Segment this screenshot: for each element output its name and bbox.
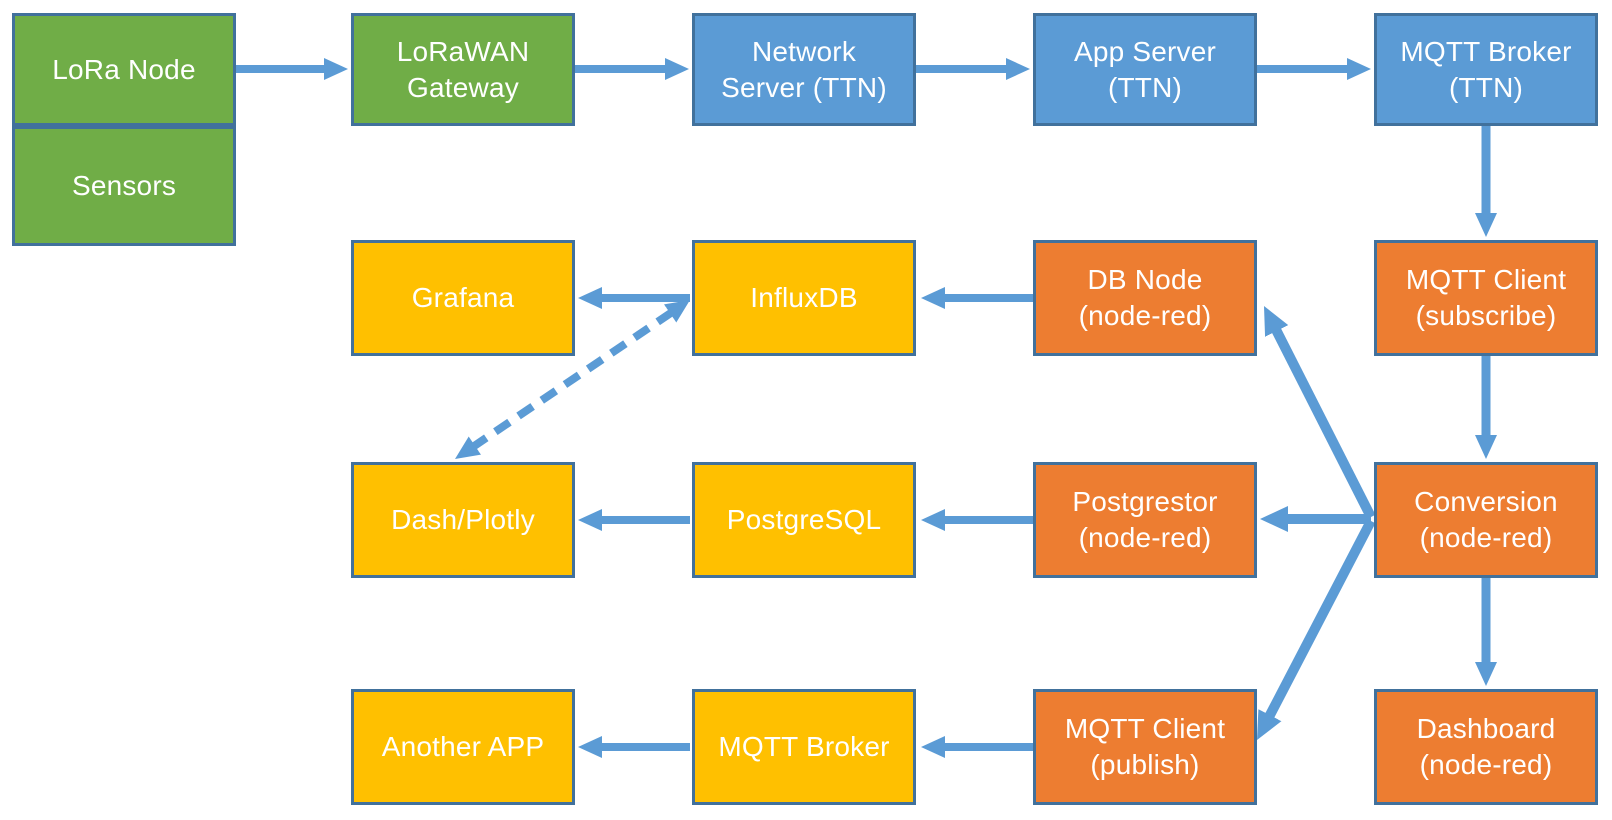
node-label-another-app: Another APP	[381, 731, 545, 763]
node-postgrestor: Postgrestor (node-red)	[1033, 462, 1257, 578]
node-another-app: Another APP	[351, 689, 575, 805]
node-label-network-server-ttn: Network Server (TTN)	[721, 35, 887, 103]
node-mqtt-broker-ttn: MQTT Broker (TTN)	[1374, 13, 1598, 126]
node-label-grafana: Grafana	[411, 282, 515, 314]
node-lorawan-gateway: LoRaWAN Gateway	[351, 13, 575, 126]
arrow-influxdb-to-dash-plotly	[455, 299, 690, 460]
node-label-lorawan-gateway: LoRaWAN Gateway	[396, 35, 530, 103]
node-label-dashboard: Dashboard (node-red)	[1416, 713, 1556, 780]
node-app-server-ttn: App Server (TTN)	[1033, 13, 1257, 126]
node-label-conversion: Conversion (node-red)	[1414, 486, 1558, 553]
node-mqtt-client-publish: MQTT Client (publish)	[1033, 689, 1257, 805]
node-label-postgrestor: Postgrestor (node-red)	[1072, 486, 1218, 553]
node-label-sensors: Sensors	[71, 170, 177, 202]
node-dashboard: Dashboard (node-red)	[1374, 689, 1598, 805]
node-label-mqtt-client-publish: MQTT Client (publish)	[1064, 713, 1226, 780]
node-dash-plotly: Dash/Plotly	[351, 462, 575, 578]
node-label-mqtt-broker: MQTT Broker	[718, 731, 890, 763]
node-label-dash-plotly: Dash/Plotly	[391, 504, 535, 536]
arrow-conversion-to-mqtt-client-publish	[1257, 518, 1376, 741]
node-label-db-node: DB Node (node-red)	[1078, 264, 1212, 331]
node-label-mqtt-broker-ttn: MQTT Broker (TTN)	[1400, 35, 1572, 103]
node-label-postgresql: PostgreSQL	[726, 504, 882, 536]
node-label-app-server-ttn: App Server (TTN)	[1073, 35, 1217, 103]
node-influxdb: InfluxDB	[692, 240, 916, 356]
node-mqtt-client-subscribe: MQTT Client (subscribe)	[1374, 240, 1598, 356]
node-postgresql: PostgreSQL	[692, 462, 916, 578]
arrow-conversion-to-db-node	[1264, 305, 1376, 520]
node-mqtt-broker: MQTT Broker	[692, 689, 916, 805]
node-network-server-ttn: Network Server (TTN)	[692, 13, 916, 126]
node-conversion: Conversion (node-red)	[1374, 462, 1598, 578]
node-grafana: Grafana	[351, 240, 575, 356]
node-label-mqtt-client-subscribe: MQTT Client (subscribe)	[1405, 264, 1567, 331]
node-lora-node: LoRa Node	[12, 13, 236, 126]
node-label-lora-node: LoRa Node	[52, 53, 196, 85]
node-label-influxdb: InfluxDB	[750, 282, 858, 314]
node-sensors: Sensors	[12, 126, 236, 246]
node-db-node: DB Node (node-red)	[1033, 240, 1257, 356]
